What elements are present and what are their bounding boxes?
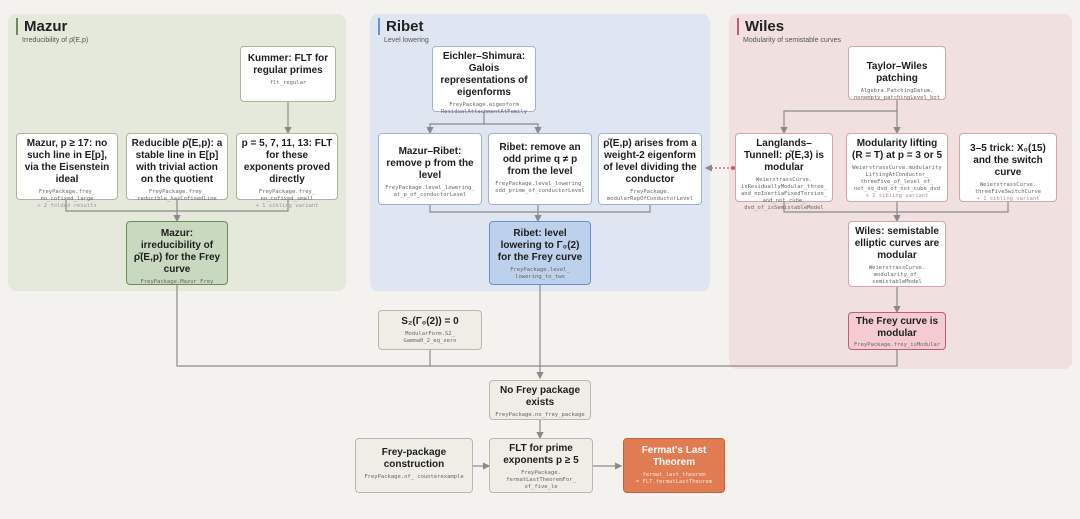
mazur-p17-node[interactable]: Mazur, p ≥ 17: no such line in E[p], via… (16, 133, 118, 209)
construction-node[interactable]: Frey-package construction FreyPackage.of… (355, 438, 473, 493)
node-title: Frey-package construction (381, 447, 447, 470)
mazur-main-node[interactable]: Mazur: irreducibility of ρ̄(E,p) for the… (126, 221, 228, 285)
node-extra: + 1 sibling variant (865, 193, 929, 199)
node-code: FreyPackage.Mazur_Frey (140, 279, 214, 285)
node-title: Taylor–Wiles patching (866, 61, 928, 84)
langlands-node[interactable]: Langlands–Tunnell: ρ̄(E,3) is modular We… (735, 133, 833, 211)
node-code: FreyPackage.level_lowering_ at_p_of_cond… (385, 185, 475, 198)
node-title: Modularity lifting (R = T) at p = 3 or 5 (851, 138, 943, 161)
modlift-node[interactable]: Modularity lifting (R = T) at p = 3 or 5… (846, 133, 948, 202)
node-code: FreyPackage.frey_ reducible_hasCofixedLi… (137, 189, 217, 202)
node-code: flt_regular (269, 80, 307, 86)
node-code: Algebra.PatchingDatum. nonempty_patching… (853, 88, 941, 101)
node-code: FreyPackage.of_ counterexample (364, 474, 464, 480)
node-title: Ribet: remove an odd prime q ≠ p from th… (499, 142, 581, 177)
region-subtitle: Level lowering (384, 37, 429, 44)
node-title: Reducible ρ̄(E,p): a stable line in E[p]… (131, 138, 223, 185)
node-extra: = FLT.fermatLastTheorem (635, 479, 713, 485)
region-title: Mazur (16, 18, 67, 35)
node-code: FreyPackage.frey_ no_cofixed_large (38, 189, 96, 202)
reducible-node[interactable]: Reducible ρ̄(E,p): a stable line in E[p]… (126, 133, 228, 202)
node-title: ρ̄(E,p) arises from a weight-2 eigenform… (603, 138, 697, 185)
p5713-node[interactable]: p = 5, 7, 11, 13: FLT for these exponent… (236, 133, 338, 209)
node-code: WeierstrassCurve.modularity LiftingAtCon… (852, 165, 942, 192)
frey-modular-node[interactable]: The Frey curve is modular FreyPackage.fr… (848, 312, 946, 350)
node-title: Ribet: level lowering to Γ₀(2) for the F… (497, 228, 583, 263)
node-code: FreyPackage.level_lowering_ odd_prime_of… (495, 181, 585, 194)
node-title: Mazur, p ≥ 17: no such line in E[p], via… (24, 138, 110, 185)
s2-node[interactable]: S₂(Γ₀(2)) = 0 ModularForm.S2_ Gamma0_2_e… (378, 310, 482, 350)
region-title: Ribet (378, 18, 424, 35)
region-title: Wiles (737, 18, 784, 35)
region-subtitle: Modularity of semistable curves (743, 37, 842, 44)
trick35-node[interactable]: 3–5 trick: X₀(15) and the switch curve W… (959, 133, 1057, 202)
wiles-semistable-node[interactable]: Wiles: semistable elliptic curves are mo… (848, 221, 946, 287)
node-title: S₂(Γ₀(2)) = 0 (401, 316, 459, 327)
node-title: Kummer: FLT for regular primes (247, 53, 329, 76)
eichler-node[interactable]: Eichler–Shimura: Galois representations … (432, 46, 536, 115)
node-title: Langlands–Tunnell: ρ̄(E,3) is modular (744, 138, 824, 173)
node-code: WeierstrassCurve. threeFiveSwitchCurve (974, 182, 1042, 195)
kummer-node[interactable]: Kummer: FLT for regular primes flt_regul… (240, 46, 336, 102)
node-code: FreyPackage.eigenform ResidualAttachment… (440, 102, 528, 115)
node-title: The Frey curve is modular (855, 316, 939, 339)
taylor-node[interactable]: Taylor–Wiles patching Algebra.PatchingDa… (848, 46, 946, 101)
node-code: WeierstrassCurve. isResiduallyModular_th… (740, 177, 828, 211)
node-code: FreyPackage. fermatLastTheoremFor_ of_fi… (506, 470, 576, 490)
node-title: No Frey package exists (499, 385, 581, 408)
node-title: Wiles: semistable elliptic curves are mo… (854, 226, 940, 261)
node-extra: + 1 sibling variant (255, 203, 319, 209)
node-title: p = 5, 7, 11, 13: FLT for these exponent… (241, 138, 333, 185)
node-code: FreyPackage.frey_isModular (853, 342, 941, 348)
node-code: FreyPackage. modularRepOfConductorLevel (606, 189, 694, 202)
node-extra: + 1 sibling variant (976, 196, 1040, 202)
node-title: Mazur: irreducibility of ρ̄(E,p) for the… (133, 228, 221, 275)
region-subtitle: Irreducibility of ρ̄(E,p) (22, 37, 89, 44)
node-code: FreyPackage.frey_ no_cofixed_small (258, 189, 316, 202)
ribet-odd-node[interactable]: Ribet: remove an odd prime q ≠ p from th… (488, 133, 592, 205)
node-code: ModularForm.S2_ Gamma0_2_eq_zero (403, 331, 457, 344)
node-title: 3–5 trick: X₀(15) and the switch curve (970, 143, 1046, 178)
node-code: WeierstrassCurve. modularity_of_ semista… (868, 265, 926, 285)
weight2-node[interactable]: ρ̄(E,p) arises from a weight-2 eigenform… (598, 133, 702, 205)
node-code: FreyPackage.no_frey_package (495, 412, 585, 418)
node-extra: + 2 folded results (37, 203, 97, 209)
flt-node[interactable]: Fermat's Last Theorem fermat_last_theore… (623, 438, 725, 493)
node-code: FreyPackage.level_ lowering_to_two (510, 267, 570, 280)
node-title: Eichler–Shimura: Galois representations … (440, 51, 528, 98)
node-title: Fermat's Last Theorem (641, 445, 707, 468)
flt-prime-node[interactable]: FLT for prime exponents p ≥ 5 FreyPackag… (489, 438, 593, 493)
node-title: FLT for prime exponents p ≥ 5 (503, 443, 579, 466)
no-frey-node[interactable]: No Frey package exists FreyPackage.no_fr… (489, 380, 591, 420)
node-code: fermat_last_theorem (642, 472, 706, 478)
node-title: Mazur–Ribet: remove p from the level (386, 146, 474, 181)
ribet-main-node[interactable]: Ribet: level lowering to Γ₀(2) for the F… (489, 221, 591, 285)
mazur-ribet-node[interactable]: Mazur–Ribet: remove p from the level Fre… (378, 133, 482, 205)
